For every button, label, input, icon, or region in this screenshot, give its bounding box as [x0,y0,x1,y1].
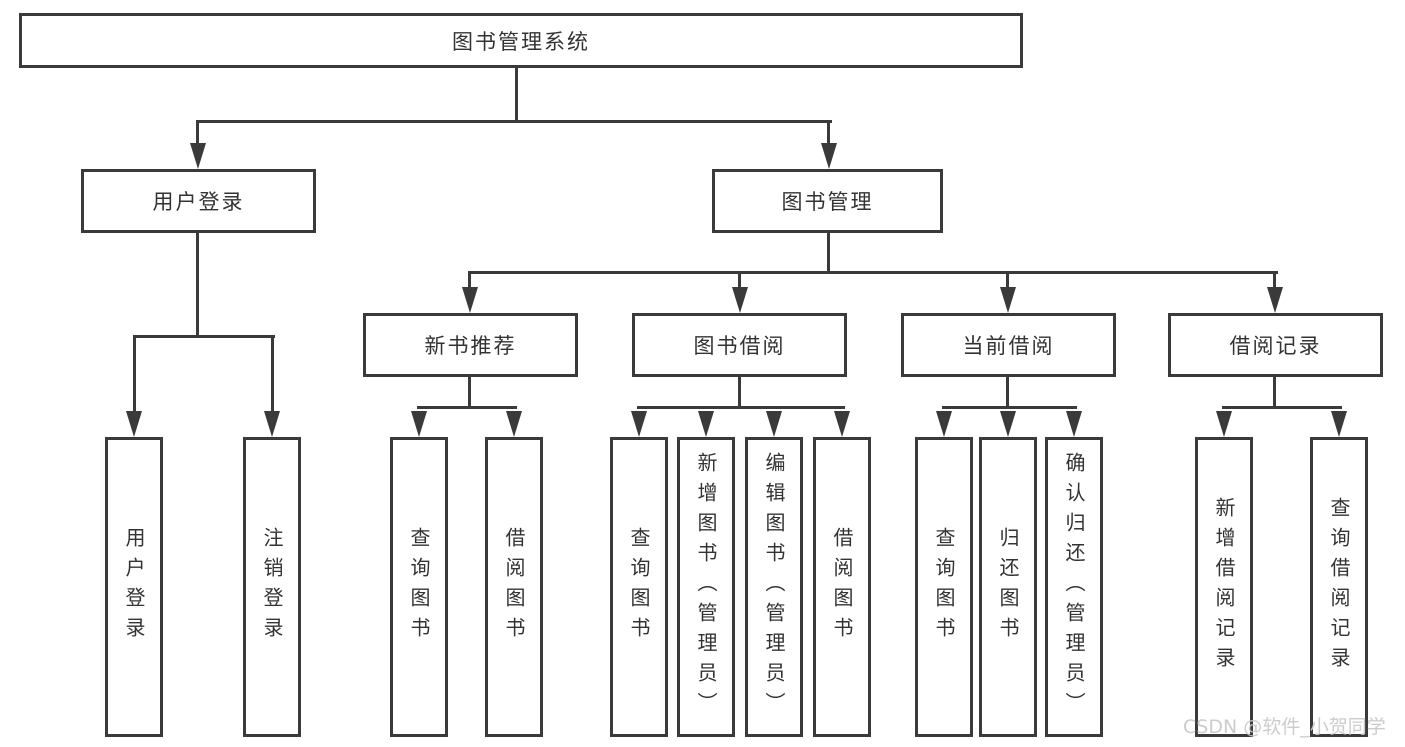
leaf-label: 查询图书 [627,527,651,647]
arrowhead-down-icon [1216,411,1232,437]
arrowhead-down-icon [834,411,850,437]
connector-root-drop [515,68,518,120]
leaf-label: 编辑图书（管理员） [762,452,786,722]
node-book-management: 图书管理 [712,169,943,233]
arrowhead-down-icon [126,411,142,437]
arrowhead-down-icon [190,143,206,169]
leaf-add-book-admin: 新增图书（管理员） [677,437,735,737]
connector-level2-rail [196,120,832,123]
connector-stub [468,271,471,289]
leaf-label: 新增借阅记录 [1212,497,1236,677]
leaf-label: 用户登录 [122,527,146,647]
node-library-management-system: 图书管理系统 [19,13,1023,68]
node-label: 图书借阅 [693,334,786,358]
connector-currentborrow-drop [1006,376,1009,406]
connector-stub [738,271,741,289]
node-borrowing-records: 借阅记录 [1168,313,1383,377]
connector-bookborrow-drop [738,376,741,406]
csdn-watermark: CSDN @软件_小贺同学 [1183,716,1386,738]
connector-level3-rail [468,271,1278,274]
leaf-label: 借阅图书 [502,527,526,647]
node-label: 新书推荐 [424,334,517,358]
leaf-label: 归还图书 [996,527,1020,647]
arrowhead-down-icon [732,287,748,313]
connector-to-book-management [827,120,830,145]
connector-stub [271,335,274,413]
connector-to-user-login [196,120,199,145]
arrowhead-down-icon [264,411,280,437]
arrowhead-down-icon [411,411,427,437]
leaf-edit-book-admin: 编辑图书（管理员） [745,437,803,737]
leaf-label: 查询借阅记录 [1327,497,1351,677]
arrowhead-down-icon [506,411,522,437]
node-label: 图书管理系统 [452,29,590,54]
leaf-query-books-newbook: 查询图书 [390,437,448,737]
leaf-label: 注销登录 [260,527,284,647]
connector-stub [1006,271,1009,289]
leaf-label: 查询图书 [932,527,956,647]
arrowhead-down-icon [462,287,478,313]
leaf-label: 借阅图书 [830,527,854,647]
arrowhead-down-icon [631,411,647,437]
node-book-borrowing: 图书借阅 [632,313,847,377]
arrowhead-down-icon [1000,287,1016,313]
leaf-label: 查询图书 [407,527,431,647]
connector-currentborrow-rail [942,406,1077,409]
leaf-borrow-books-newbook: 借阅图书 [485,437,543,737]
node-label: 图书管理 [781,190,874,214]
connector-bookborrow-rail [637,406,845,409]
leaf-return-book: 归还图书 [979,437,1037,737]
arrowhead-down-icon [1066,411,1082,437]
connector-newbook-rail [417,406,517,409]
connector-userlogin-drop [196,233,199,335]
connector-records-rail [1222,406,1342,409]
leaf-label: 确认归还（管理员） [1062,452,1086,722]
arrowhead-down-icon [1267,287,1283,313]
arrowhead-down-icon [766,411,782,437]
leaf-logout: 注销登录 [243,437,301,737]
leaf-query-books-borrow: 查询图书 [610,437,668,737]
node-current-borrowing: 当前借阅 [901,313,1116,377]
leaf-add-borrow-record: 新增借阅记录 [1195,437,1253,737]
node-label: 借阅记录 [1229,334,1322,358]
connector-records-drop [1273,376,1276,406]
connector-bookmgmt-drop [827,233,830,271]
connector-newbook-drop [468,376,471,406]
node-label: 用户登录 [152,190,245,214]
leaf-query-borrow-record: 查询借阅记录 [1310,437,1368,737]
leaf-borrow-books-borrow: 借阅图书 [813,437,871,737]
connector-stub [1273,271,1276,289]
arrowhead-down-icon [821,143,837,169]
leaf-user-login: 用户登录 [105,437,163,737]
connector-userlogin-rail [133,335,275,338]
arrowhead-down-icon [698,411,714,437]
node-label: 当前借阅 [962,334,1055,358]
leaf-label: 新增图书（管理员） [694,452,718,722]
leaf-confirm-return-admin: 确认归还（管理员） [1045,437,1103,737]
arrowhead-down-icon [1331,411,1347,437]
leaf-query-books-current: 查询图书 [915,437,973,737]
connector-stub [133,335,136,413]
node-user-login: 用户登录 [81,169,316,233]
arrowhead-down-icon [1000,411,1016,437]
arrowhead-down-icon [936,411,952,437]
node-new-book-recommendation: 新书推荐 [363,313,578,377]
